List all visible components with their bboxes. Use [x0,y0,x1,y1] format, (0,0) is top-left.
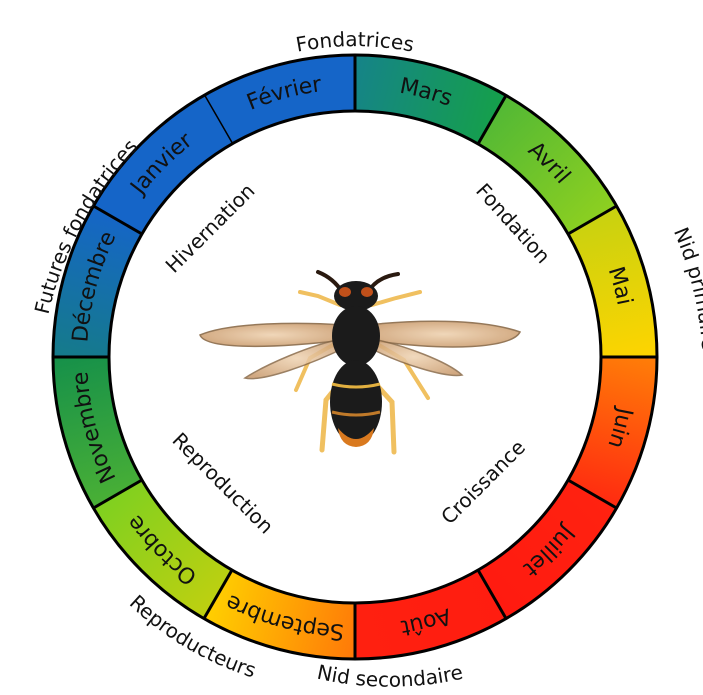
label-fondatrices: Fondatrices [294,27,416,57]
label-nid-secondaire: Nid secondaire [315,660,465,692]
label-nid-primaire: Nid primaire [669,224,703,351]
